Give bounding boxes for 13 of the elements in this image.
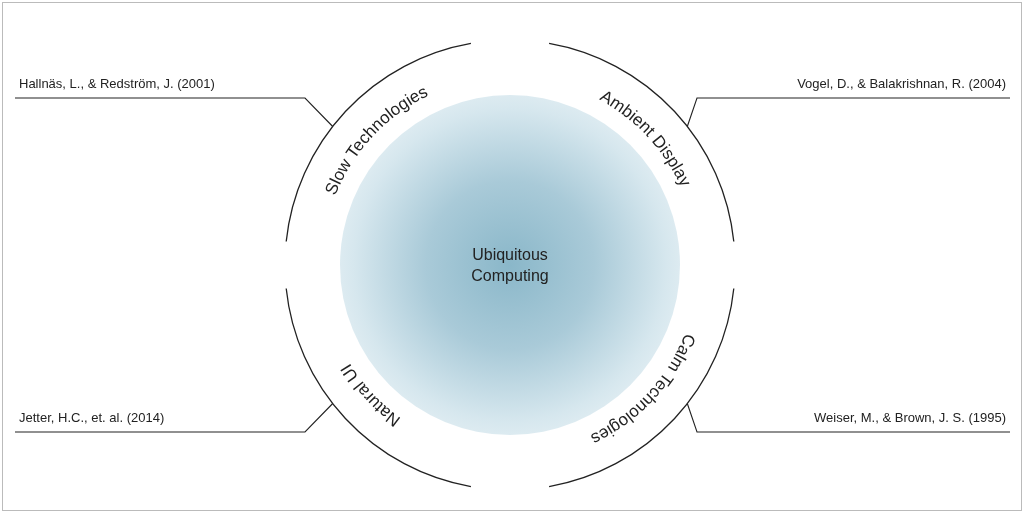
arc-segment xyxy=(285,287,472,488)
citation-text: Hallnäs, L., & Redström, J. (2001) xyxy=(15,76,305,98)
arc-segment xyxy=(285,42,472,243)
citation-text: Jetter, H.C., et. al. (2014) xyxy=(15,410,305,432)
arc-segment xyxy=(548,42,735,243)
arc-segment xyxy=(548,287,735,488)
leader-line xyxy=(14,97,334,128)
center-label: Ubiquitous Computing xyxy=(470,245,550,286)
citation-text: Weiser, M., & Brown, J. S. (1995) xyxy=(697,410,1010,432)
leader-line xyxy=(14,402,334,433)
leader-line xyxy=(686,97,1011,128)
leader-line xyxy=(686,402,1011,433)
citation-text: Vogel, D., & Balakrishnan, R. (2004) xyxy=(697,76,1010,98)
